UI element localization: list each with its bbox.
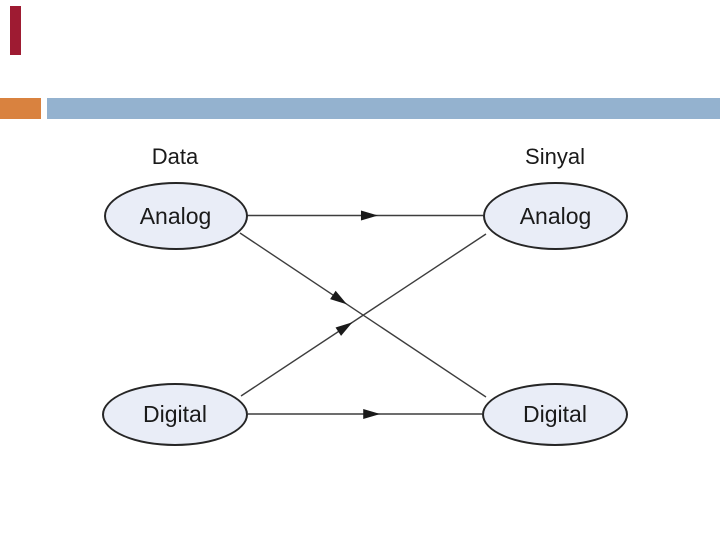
node-label: Analog <box>139 202 212 229</box>
accent-bar-blue <box>47 98 720 119</box>
column-label-data: Data <box>151 144 199 169</box>
node-data-analog: Analog <box>103 182 248 250</box>
node-label: Digital <box>523 400 587 427</box>
arrowhead-data-digital-to-sinyal-analog <box>335 322 353 336</box>
column-label-sinyal: Sinyal <box>525 144 585 169</box>
node-sinyal-analog: Analog <box>483 182 628 250</box>
accent-bar-orange <box>0 98 41 119</box>
accent-ribbon <box>10 6 21 55</box>
arrowhead-data-analog-to-sinyal-digital <box>330 290 348 305</box>
node-label: Analog <box>519 202 592 229</box>
node-label: Digital <box>143 400 207 427</box>
arrowhead-data-digital-to-sinyal-digital <box>363 409 381 419</box>
arrowhead-data-analog-to-sinyal-analog <box>360 210 378 221</box>
arrow-line-data-digital-to-sinyal-analog <box>240 233 487 397</box>
node-sinyal-digital: Digital <box>482 382 628 446</box>
node-data-digital: Digital <box>102 382 248 446</box>
